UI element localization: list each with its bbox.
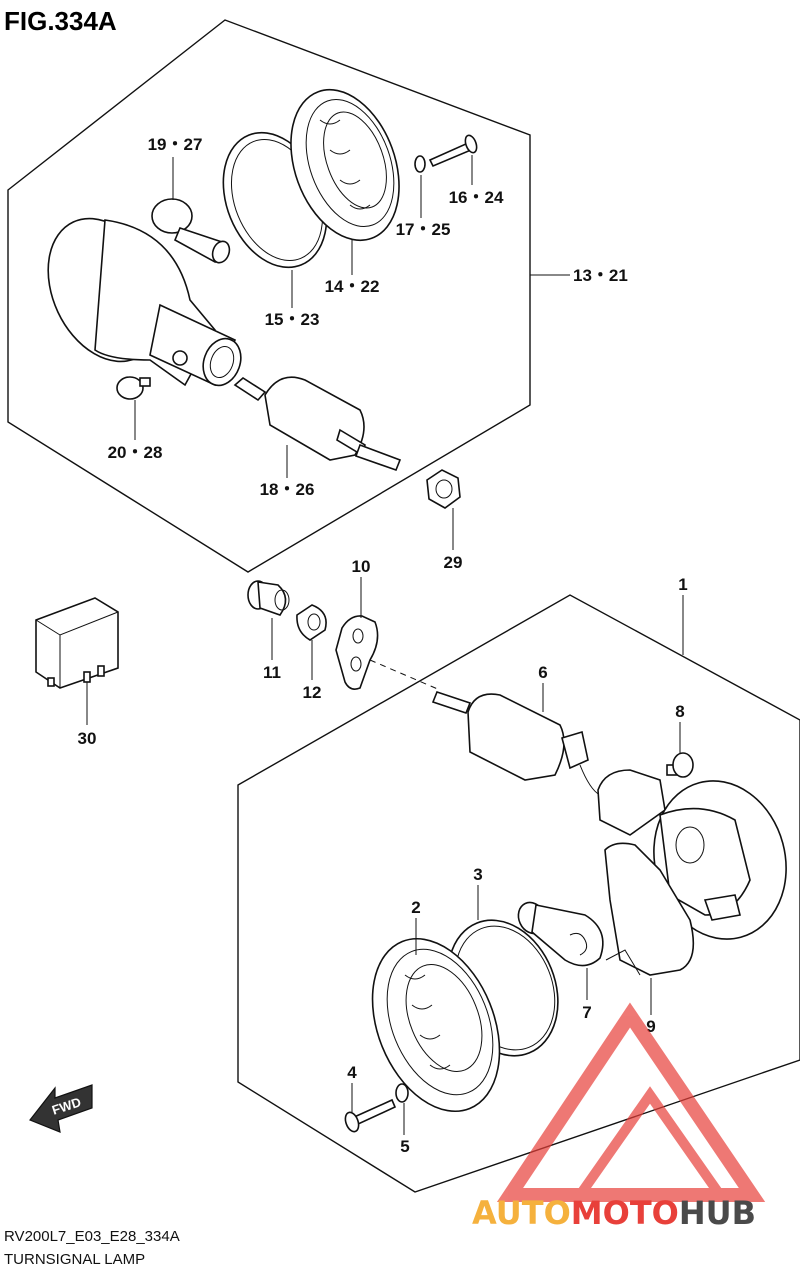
upper-washer (414, 155, 426, 173)
grommet-11 (247, 580, 290, 616)
callout-6: 6 (538, 663, 547, 682)
watermark-auto: AUTO (472, 1194, 571, 1232)
footer-code: RV200L7_E03_E28_334A (4, 1228, 180, 1245)
watermark-text: AUTOMOTOHUB (472, 1194, 756, 1232)
callout-17-25: 17・25 (396, 220, 451, 239)
callout-20-28: 20・28 (108, 443, 163, 462)
automotohub-logo (496, 1002, 766, 1202)
callout-2: 2 (411, 898, 420, 917)
watermark-moto: MOTO (571, 1194, 679, 1232)
upper-housing (47, 217, 242, 387)
footer-name: TURNSIGNAL LAMP (4, 1251, 145, 1268)
callout-18-26: 18・26 (260, 480, 315, 499)
callout-5: 5 (400, 1137, 409, 1156)
callout-1: 1 (678, 575, 687, 594)
bracket-10 (335, 615, 379, 690)
callout-12: 12 (303, 683, 322, 702)
figure-title: FIG.334A (4, 6, 117, 36)
callout-8: 8 (675, 702, 684, 721)
lower-assembly-frame (237, 594, 800, 1193)
upper-small-screw (116, 376, 151, 400)
callout-7: 7 (582, 1003, 591, 1022)
callout-15-23: 15・23 (265, 310, 320, 329)
upper-lens (290, 88, 400, 242)
collar-12 (296, 604, 327, 641)
callout-9: 9 (646, 1017, 655, 1036)
callout-13-21: 13・21 (573, 266, 628, 285)
lower-housing (597, 769, 787, 940)
washer-5 (395, 1083, 409, 1103)
callout-19-27: 19・27 (148, 135, 203, 154)
upper-socket (233, 376, 402, 472)
nut-29 (426, 469, 461, 509)
callout-14-22: 14・22 (325, 277, 380, 296)
assembly-axis (369, 659, 441, 691)
bracket-9 (604, 842, 695, 976)
bulb-7 (517, 901, 604, 967)
callout-11: 11 (263, 663, 281, 682)
callout-29: 29 (444, 553, 463, 572)
upper-assembly-frame (7, 19, 531, 573)
callout-16-24: 16・24 (449, 188, 504, 207)
relay-30 (35, 597, 119, 725)
screw-8 (666, 752, 694, 778)
upper-screw (428, 134, 478, 168)
lower-socket-6 (431, 691, 601, 796)
callout-3: 3 (473, 865, 482, 884)
callout-30: 30 (78, 729, 97, 748)
lens-2 (371, 937, 501, 1113)
upper-leaders (134, 155, 570, 550)
fwd-arrow: FWD (29, 1084, 93, 1133)
watermark-hub: HUB (679, 1194, 756, 1232)
callout-4: 4 (347, 1063, 357, 1082)
callout-10: 10 (352, 557, 371, 576)
upper-bulb (151, 198, 231, 264)
screw-4 (344, 1098, 397, 1133)
